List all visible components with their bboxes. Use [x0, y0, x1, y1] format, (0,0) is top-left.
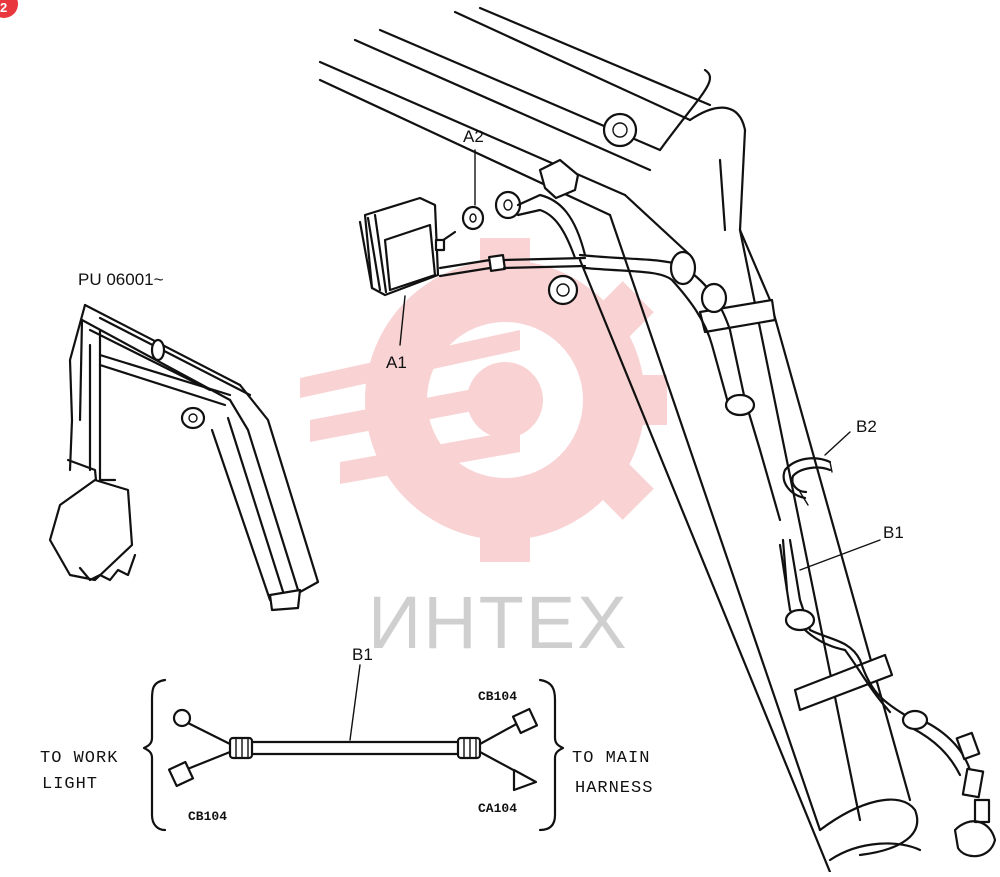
to-main-harness-line2: HARNESS — [575, 779, 653, 798]
to-work-light-line2: LIGHT — [42, 775, 98, 794]
corner-badge: 2 — [0, 0, 18, 18]
cable-sleeve-icon — [228, 736, 482, 760]
label-b1: B1 — [883, 523, 904, 542]
boom-assembly — [318, 6, 922, 874]
watermark-swoosh-icon — [300, 330, 520, 484]
connector-label-cb104-bottom: CB104 — [188, 809, 227, 824]
right-connector-ca104-icon — [512, 768, 538, 792]
boom-pin-middle — [547, 274, 579, 306]
label-b2: B2 — [856, 417, 877, 436]
boom-pin-top — [602, 112, 638, 148]
harness-clamp-icon — [669, 250, 929, 731]
to-main-harness-line1: TO MAIN — [572, 749, 650, 768]
left-connector-cb104-icon — [167, 760, 195, 788]
work-light-a1-icon — [358, 196, 587, 346]
serial-range-label: PU 06001~ — [78, 270, 164, 289]
connector-label-cb104-top: CB104 — [478, 689, 517, 704]
washer-a2-icon — [461, 149, 485, 231]
label-a1: A1 — [386, 353, 407, 372]
watermark-text: ИНТЕХ — [368, 581, 629, 664]
ring-terminal-icon — [172, 708, 192, 728]
harness-end-connectors — [953, 731, 997, 858]
harness-b1-route — [578, 250, 997, 858]
clip-b2-icon — [782, 431, 851, 506]
connector-label-ca104: CA104 — [478, 801, 517, 816]
label-a2: A2 — [463, 127, 484, 146]
mounting-bracket-icon — [494, 158, 587, 260]
excavator-arm-overview — [48, 303, 320, 612]
right-connector-cb104-icon — [511, 707, 539, 735]
to-work-light-line1: TO WORK — [40, 749, 118, 768]
corner-badge-text: 2 — [0, 0, 7, 15]
watermark-logo — [300, 238, 667, 562]
inset-label-b1: B1 — [352, 645, 373, 664]
inset-harness-detail — [142, 664, 565, 832]
